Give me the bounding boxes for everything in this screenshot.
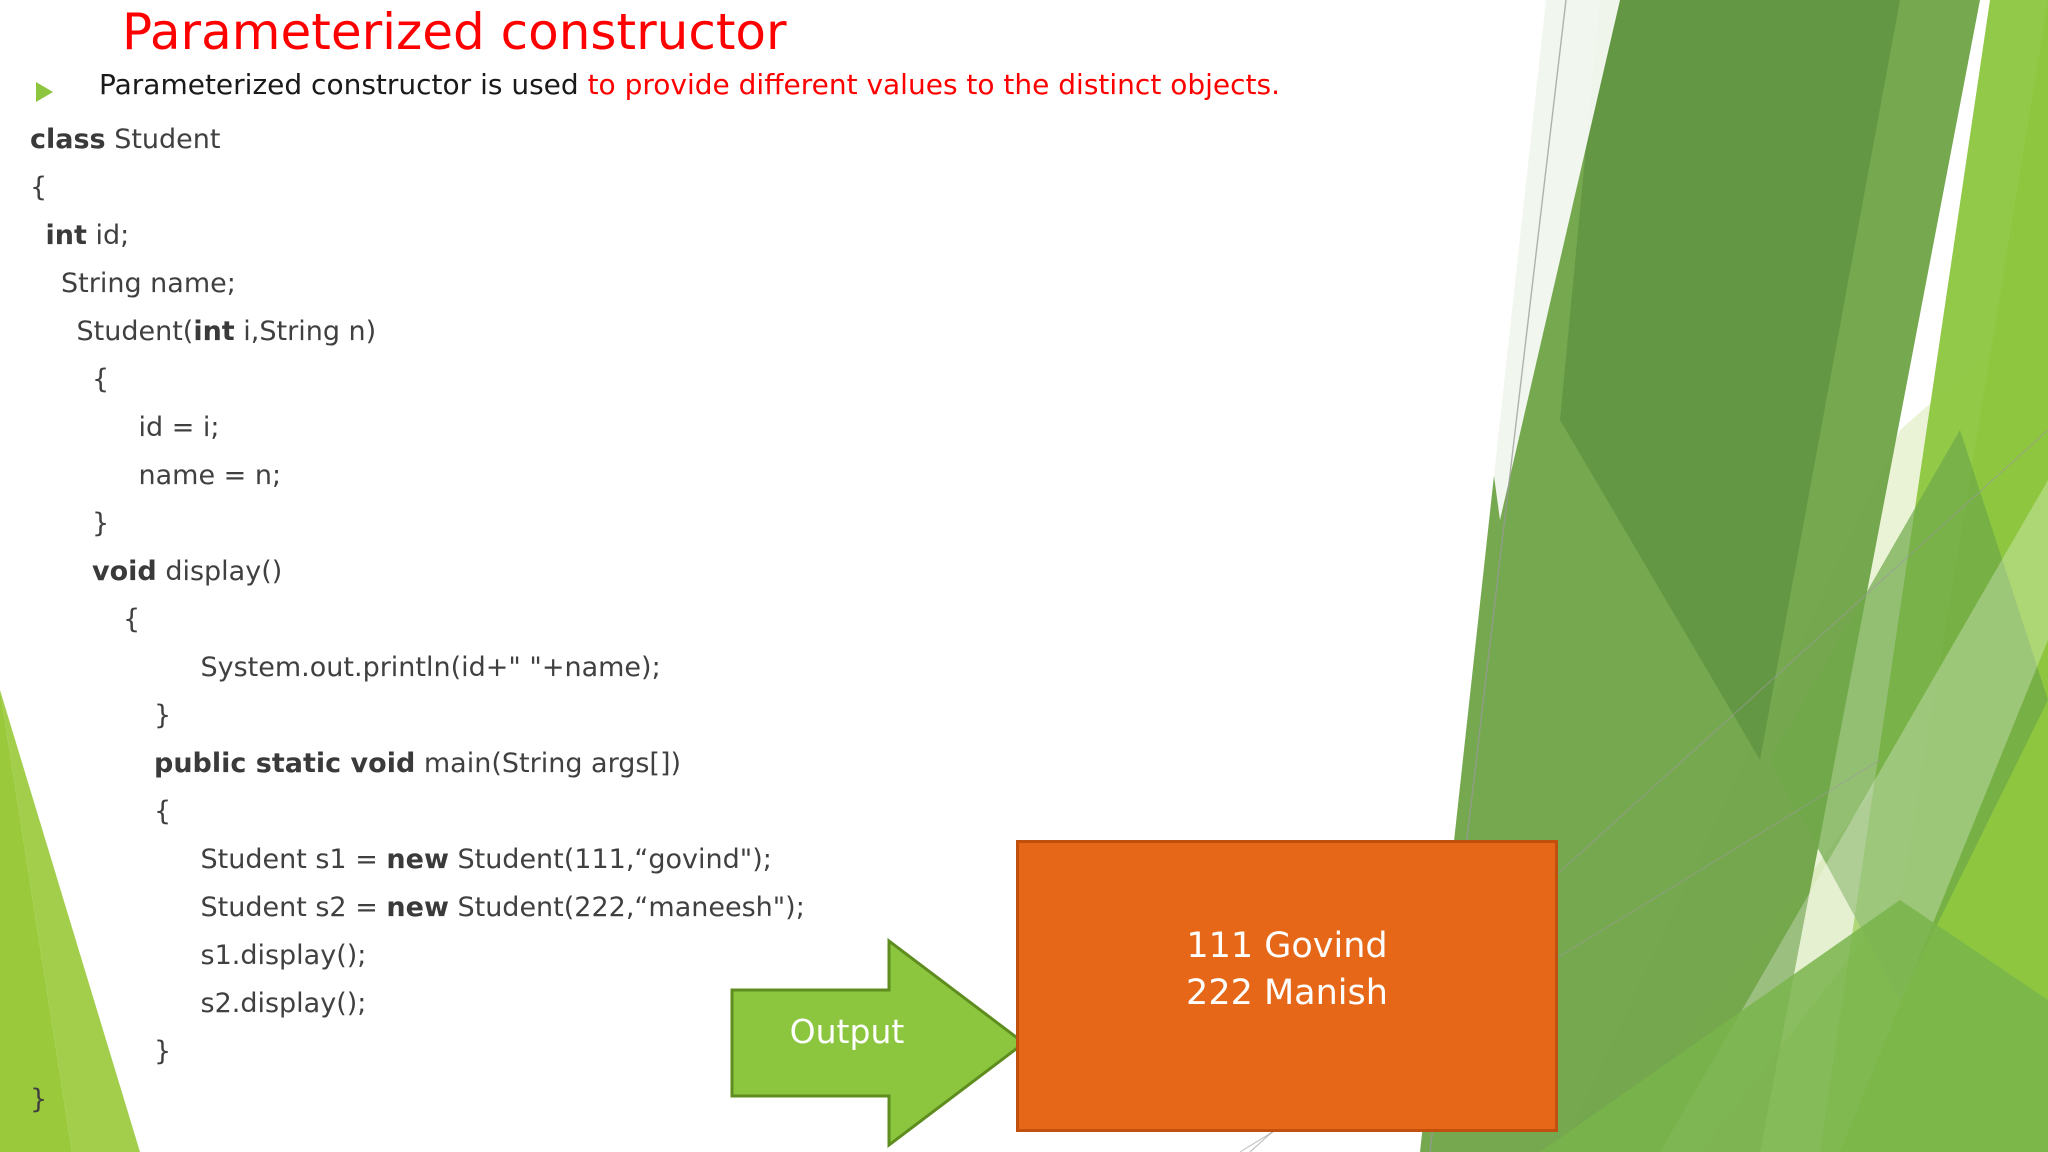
- facet-green-lower-left: [1540, 900, 2048, 1152]
- java-code-block: class Student { int id; String name; Student…: [0, 116, 805, 1124]
- page-title: Parameterized constructor: [122, 3, 787, 61]
- bullet-text-red: to provide different values to the disti…: [587, 68, 1280, 101]
- code-line: s1.display();: [200, 940, 367, 971]
- code-line: }: [92, 508, 110, 539]
- code-line: void display(): [92, 556, 283, 587]
- code-line: {: [92, 364, 110, 395]
- code-line: id = i;: [138, 412, 220, 443]
- code-line: int id;: [45, 220, 130, 251]
- code-line: Student s1 = new Student(111,“govind");: [200, 844, 772, 875]
- code-line: }: [154, 700, 172, 731]
- facet-mid-green-2: [1770, 430, 2048, 1000]
- code-line: name = n;: [138, 460, 282, 491]
- code-line: class Student: [30, 124, 221, 155]
- code-line: {: [154, 796, 172, 827]
- bullet-text: Parameterized constructor is used to pro…: [99, 68, 1280, 101]
- output-result-box: 111 Govind 222 Manish: [1016, 840, 1558, 1132]
- facet-bright-green-1: [1860, 0, 2048, 1152]
- code-line: Student(int i,String n): [76, 316, 377, 347]
- triangle-bullet-icon: [36, 82, 53, 102]
- output-arrow-label: Output: [789, 1012, 905, 1051]
- code-line: System.out.println(id+" "+name);: [200, 652, 661, 683]
- facet-bright-green-2: [1820, 0, 2048, 1152]
- output-arrow: Output: [729, 937, 1027, 1149]
- arrow-shape-icon: [730, 937, 1027, 1149]
- facet-pale-2: [1600, 560, 2048, 1152]
- code-line: String name;: [61, 268, 236, 299]
- code-line: {: [30, 172, 48, 203]
- facet-pale-overlay: [1660, 480, 2048, 1152]
- facet-pale-1: [1560, 300, 2048, 1152]
- code-line: public static void main(String args[]): [154, 748, 682, 779]
- output-line-2: 222 Manish: [1186, 973, 1388, 1013]
- code-line: Student s2 = new Student(222,“maneesh");: [200, 892, 805, 923]
- code-line: {: [123, 604, 141, 635]
- output-result-text: 111 Govind 222 Manish: [1019, 923, 1555, 1017]
- bullet-text-black: Parameterized constructor is used: [99, 68, 588, 101]
- facet-light-green-1: [1700, 700, 2048, 1152]
- facet-dark-green-1: [1560, 0, 1900, 760]
- facet-white-notch: [1470, 0, 1620, 520]
- output-line-1: 111 Govind: [1186, 926, 1388, 966]
- code-line: }: [30, 1084, 48, 1115]
- code-line: }: [154, 1036, 172, 1067]
- code-line: s2.display();: [200, 988, 367, 1019]
- bullet-row: Parameterized constructor is used to pro…: [36, 68, 1416, 106]
